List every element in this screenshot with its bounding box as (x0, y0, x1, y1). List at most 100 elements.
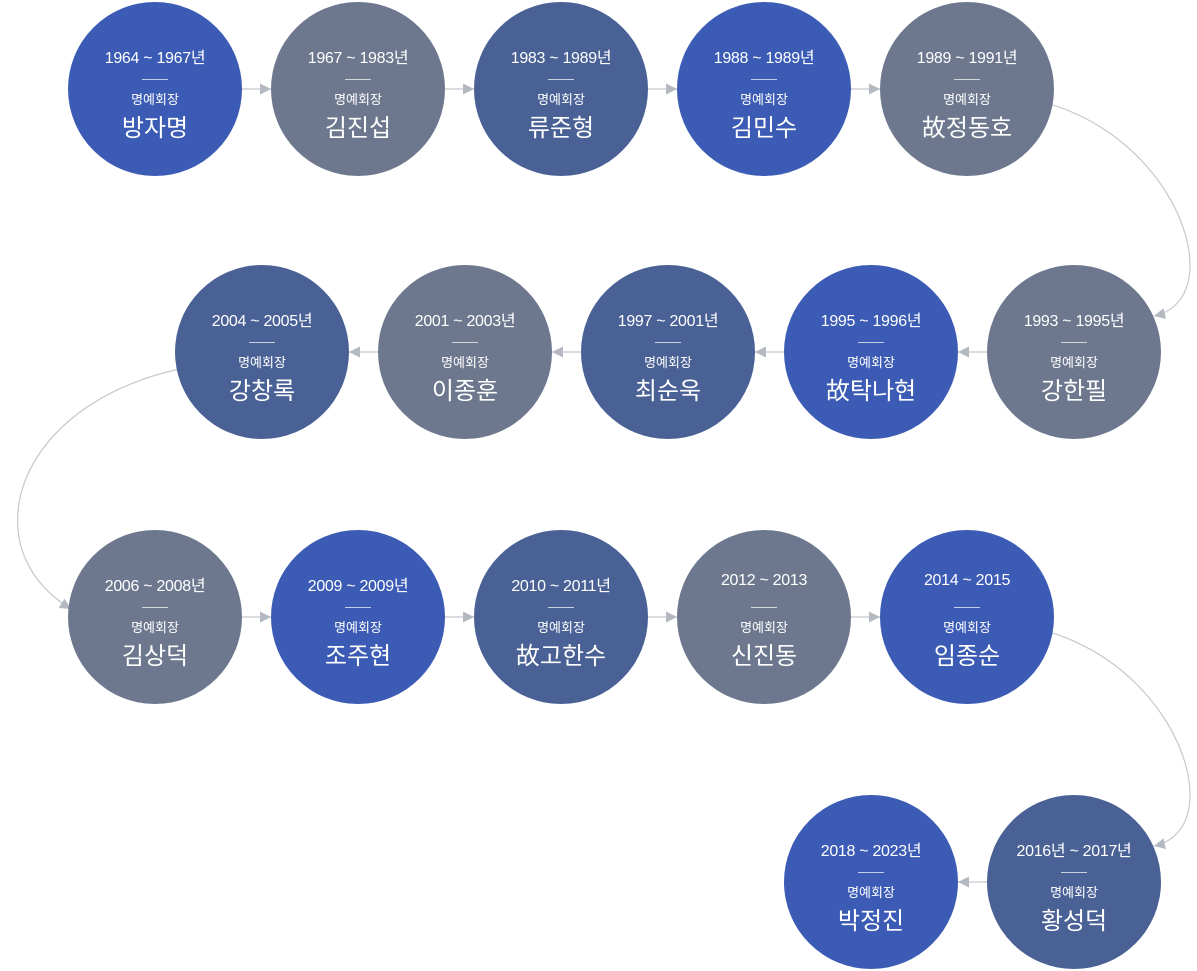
term-period: 1995 ~ 1996년 (820, 313, 922, 330)
president-name: 故탁나현 (825, 377, 917, 405)
arrow-head-icon (869, 83, 880, 95)
arrow-head-icon (1154, 838, 1166, 849)
term-period: 1993 ~ 1995년 (1023, 313, 1125, 330)
arrow-head-icon (869, 611, 880, 623)
arrow-head-icon (552, 346, 563, 358)
divider (1061, 342, 1087, 343)
president-name: 김상덕 (121, 642, 189, 670)
divider (1061, 872, 1087, 873)
connector-curve (17, 360, 261, 610)
arrow-head-icon (58, 598, 71, 609)
role-label: 명예회장 (943, 93, 991, 108)
arrow-head-icon (349, 346, 360, 358)
role-label: 명예회장 (441, 356, 489, 371)
term-period: 2006 ~ 2008년 (104, 578, 206, 595)
arrow-head-icon (958, 876, 969, 888)
arrow-head-icon (666, 611, 677, 623)
president-name: 김민수 (730, 114, 798, 142)
president-name: 조주현 (324, 642, 392, 670)
president-name: 임종순 (933, 642, 1001, 670)
role-label: 명예회장 (1050, 886, 1098, 901)
president-name: 강창록 (228, 377, 296, 405)
divider (345, 79, 371, 80)
president-name: 故고한수 (515, 642, 607, 670)
role-label: 명예회장 (847, 356, 895, 371)
role-label: 명예회장 (537, 621, 585, 636)
role-label: 명예회장 (943, 621, 991, 636)
role-label: 명예회장 (537, 93, 585, 108)
president-name: 황성덕 (1040, 907, 1108, 935)
divider (751, 79, 777, 80)
president-name: 김진섭 (324, 114, 392, 142)
term-period: 2010 ~ 2011년 (511, 578, 611, 595)
divider (751, 607, 777, 608)
role-label: 명예회장 (644, 356, 692, 371)
term-period: 1967 ~ 1983년 (307, 50, 409, 67)
term-period: 2014 ~ 2015 (923, 572, 1011, 589)
role-label: 명예회장 (238, 356, 286, 371)
role-label: 명예회장 (131, 621, 179, 636)
term-period: 1988 ~ 1989년 (713, 50, 815, 67)
divider (345, 607, 371, 608)
arrow-head-icon (1154, 308, 1166, 319)
term-period: 2018 ~ 2023년 (820, 843, 922, 860)
term-period: 2001 ~ 2003년 (414, 313, 516, 330)
term-period: 1983 ~ 1989년 (510, 50, 612, 67)
term-period: 2012 ~ 2013 (720, 572, 808, 589)
president-name: 강한필 (1040, 377, 1108, 405)
role-label: 명예회장 (334, 93, 382, 108)
divider (548, 607, 574, 608)
divider (142, 607, 168, 608)
president-name: 이종훈 (431, 377, 499, 405)
divider (655, 342, 681, 343)
divider (858, 342, 884, 343)
divider (954, 607, 980, 608)
president-name: 신진동 (730, 642, 798, 670)
role-label: 명예회장 (740, 93, 788, 108)
president-name: 류준형 (527, 114, 595, 142)
divider (142, 79, 168, 80)
role-label: 명예회장 (847, 886, 895, 901)
term-period: 1964 ~ 1967년 (104, 50, 206, 67)
arrow-head-icon (260, 611, 271, 623)
divider (954, 79, 980, 80)
term-period: 1989 ~ 1991년 (916, 50, 1018, 67)
term-period: 1997 ~ 2001년 (617, 313, 719, 330)
arrow-head-icon (463, 83, 474, 95)
president-name: 최순욱 (634, 377, 702, 405)
president-name: 故정동호 (921, 114, 1013, 142)
divider (858, 872, 884, 873)
divider (548, 79, 574, 80)
divider (249, 342, 275, 343)
term-period: 2016년 ~ 2017년 (1016, 843, 1132, 860)
divider (452, 342, 478, 343)
arrow-head-icon (463, 611, 474, 623)
role-label: 명예회장 (334, 621, 382, 636)
arrow-head-icon (958, 346, 969, 358)
president-name: 방자명 (121, 114, 189, 142)
term-period: 2004 ~ 2005년 (211, 313, 313, 330)
president-name: 박정진 (837, 907, 905, 935)
arrow-head-icon (260, 83, 271, 95)
role-label: 명예회장 (1050, 356, 1098, 371)
arrow-head-icon (755, 346, 766, 358)
role-label: 명예회장 (740, 621, 788, 636)
role-label: 명예회장 (131, 93, 179, 108)
